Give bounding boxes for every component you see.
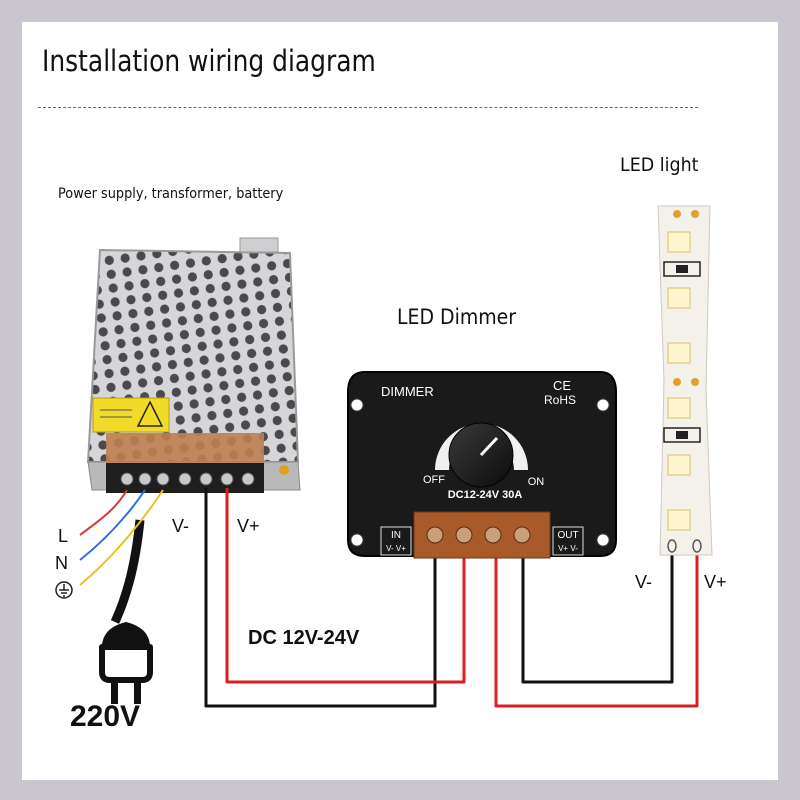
dimmer-out-label: OUT <box>557 530 578 541</box>
psu-v-plus-label: V+ <box>237 516 260 536</box>
power-supply-unit <box>86 237 301 493</box>
led-dimmer-unit: DIMMER CE RoHS OFF ON DC12-24V 30A IN V-… <box>347 371 617 559</box>
dc-wiring <box>204 488 699 708</box>
psu-warning-sticker <box>92 397 170 433</box>
dimmer-out-negative-wire <box>521 553 674 684</box>
dimmer-out-positive-wire <box>494 553 699 708</box>
led-chip <box>667 454 691 476</box>
led-strip <box>657 205 713 556</box>
rohs-mark: RoHS <box>544 393 576 407</box>
led-chip <box>667 397 691 419</box>
earth-ground-icon <box>55 581 73 599</box>
dimmer-in-pins: V- V+ <box>386 544 406 553</box>
dimmer-on-label: ON <box>528 476 545 488</box>
dimmer-knob-icon[interactable] <box>448 422 514 488</box>
dimmer-terminal-block <box>413 511 551 559</box>
psu-positive-wire <box>225 488 466 684</box>
psu-terminal-block <box>106 433 264 493</box>
led-v-plus-label: V+ <box>704 572 727 592</box>
title-divider <box>38 107 698 108</box>
live-wire-label: L <box>58 526 69 546</box>
neutral-wire-label: N <box>55 553 68 573</box>
led-dimmer-label: LED Dimmer <box>397 305 517 329</box>
dimmer-out-pins: V+ V- <box>558 544 578 553</box>
dimmer-off-label: OFF <box>423 474 445 486</box>
led-chip <box>667 287 691 309</box>
psu-negative-wire <box>204 488 437 708</box>
psu-v-minus-label: V- <box>172 516 190 536</box>
mains-cable <box>79 489 164 624</box>
led-v-minus-label: V- <box>635 572 653 592</box>
dimmer-rating-text: DC12-24V 30A <box>448 489 523 501</box>
ce-mark: CE <box>553 378 571 393</box>
dimmer-in-label: IN <box>391 530 401 541</box>
power-plug-icon <box>99 622 153 704</box>
power-supply-label: Power supply, transformer, battery <box>58 186 284 202</box>
led-light-label: LED light <box>620 154 699 176</box>
led-chip <box>667 231 691 253</box>
led-chip <box>667 342 691 364</box>
led-chip <box>667 509 691 531</box>
dimmer-brand-text: DIMMER <box>381 384 434 399</box>
page-title: Installation wiring diagram <box>42 44 376 78</box>
dc-voltage-label: DC 12V-24V <box>248 627 360 649</box>
mains-voltage-label: 220V <box>70 700 141 733</box>
